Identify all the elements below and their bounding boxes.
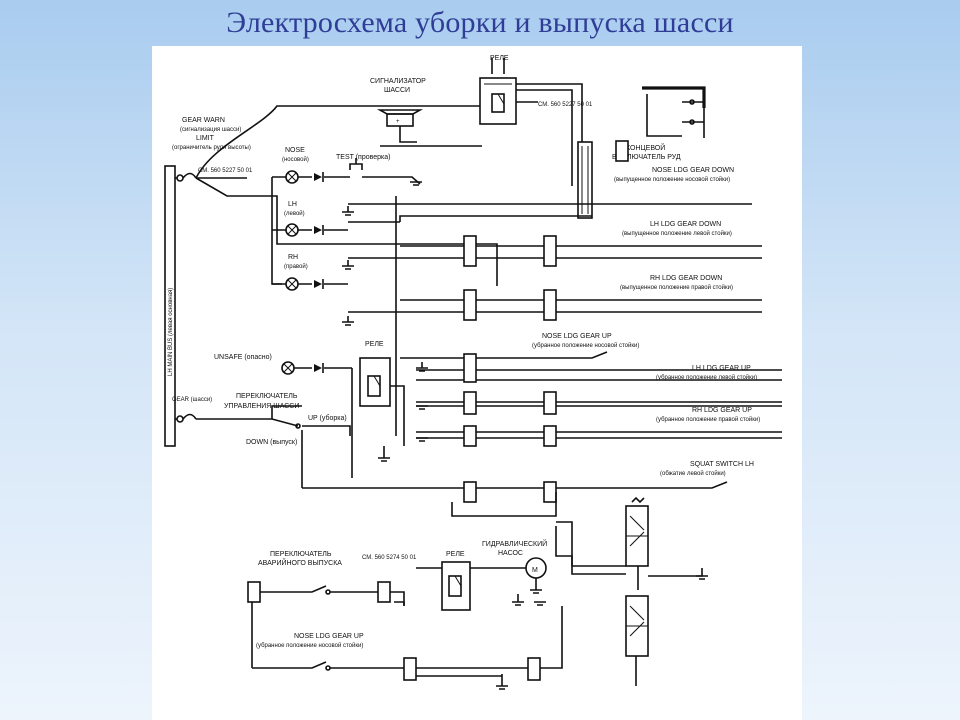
wiring-schematic: LH MAIN BUS (левая основная) GEAR WARN (…: [164, 55, 782, 690]
down-label: DOWN (выпуск): [246, 439, 297, 446]
svg-text:+: +: [396, 119, 400, 125]
nose-label: NOSE: [285, 147, 305, 154]
valve-lower: [625, 595, 649, 657]
limit-sw-label-2: ВЫКЛЮЧАТЕЛЬ РУД: [612, 154, 681, 161]
pump-label-2: НАСОС: [498, 550, 523, 557]
relay-top: [479, 58, 517, 125]
limit-sub: (ограничитель руля высоты): [172, 145, 251, 151]
lh-down-label: LH LDG GEAR DOWN: [650, 221, 721, 228]
connector-limit: [615, 140, 629, 162]
circuit-breaker-gear-warn: [175, 172, 197, 182]
switch-label-1: ПЕРЕКЛЮЧАТЕЛЬ: [236, 393, 298, 400]
limit-label: LIMIT: [196, 135, 215, 142]
nose-down-sub: (выпущенное положение носовой стойки): [614, 176, 730, 183]
lh-sub: (левой): [284, 210, 305, 217]
motor-icon: M: [525, 557, 547, 579]
test-label: TEST (проверка): [336, 154, 390, 161]
lamp-nose-icon: [285, 170, 299, 184]
lamp-unsafe-icon: [281, 361, 295, 375]
rh-down-label: RH LDG GEAR DOWN: [650, 275, 722, 282]
rh-up-sub: (убранное положение правой стойки): [656, 416, 760, 423]
schematic-sheet: LH MAIN BUS (левая основная) GEAR WARN (…: [152, 46, 802, 720]
lh-down-sub: (выпущенное положение левой стойки): [622, 230, 732, 237]
slide-title: Электросхема уборки и выпуска шасси: [226, 6, 734, 39]
lamp-rh-icon: [285, 277, 299, 291]
lh-up-label: LH LDG GEAR UP: [692, 365, 751, 372]
limit-sw-label-1: КОНЦЕВОЙ: [626, 143, 665, 152]
relay-bottom: [441, 561, 471, 611]
circuit-breaker-gear: [175, 413, 197, 423]
squat-label: SQUAT SWITCH LH: [690, 461, 754, 468]
pump-label-1: ГИДРАВЛИЧЕСКИЙ: [482, 539, 547, 548]
gear-warn-label: GEAR WARN: [182, 117, 225, 124]
gear-label: GEAR (шасси): [172, 397, 212, 403]
connector-bank: [577, 141, 593, 219]
signal-label-2: ШАССИ: [384, 87, 410, 94]
signal-label-1: СИГНАЛИЗАТОР: [370, 78, 426, 85]
relay-mid-label: РЕЛЕ: [365, 341, 384, 348]
emerg-label-2: АВАРИЙНОГО ВЫПУСКА: [258, 558, 342, 567]
nose-up-label: NOSE LDG GEAR UP: [542, 333, 612, 340]
cm-top-label: СМ. 560 5227 50 01: [538, 102, 593, 108]
relay-top-label: РЕЛЕ: [490, 55, 509, 62]
bus-label: LH MAIN BUS (левая основная): [168, 288, 174, 376]
diodes: [271, 172, 421, 373]
horn-icon: +: [376, 109, 424, 127]
rh-label: RH: [288, 254, 298, 261]
cm-left-label: СМ. 560 5227 50 01: [198, 168, 253, 174]
nose-sub: (носовой): [282, 156, 309, 163]
squat-sub: (обжатие левой стойки): [660, 470, 726, 477]
svg-text:M: M: [532, 567, 538, 574]
lamp-lh-icon: [285, 223, 299, 237]
rh-up-label: RH LDG GEAR UP: [692, 407, 752, 414]
lh-label: LH: [288, 201, 297, 208]
nose-up-b-label: NOSE LDG GEAR UP: [294, 633, 364, 640]
up-label: UP (уборка): [308, 414, 347, 422]
connectors: [247, 235, 557, 681]
nose-up-b-sub: (убранное положение носовой стойки): [256, 642, 363, 649]
nose-up-sub: (убранное положение носовой стойки): [532, 342, 639, 349]
lh-up-sub: (убранное положение левой стойки): [656, 374, 757, 381]
emerg-label-1: ПЕРЕКЛЮЧАТЕЛЬ: [270, 551, 332, 558]
valve-upper: [625, 496, 649, 567]
switch-label-2: УПРАВЛЕНИЯ ШАССИ: [224, 403, 299, 410]
nose-down-label: NOSE LDG GEAR DOWN: [652, 167, 734, 174]
unsafe-label: UNSAFE (опасно): [214, 354, 272, 361]
gear-warn-sub: (сигнализация шасси): [180, 127, 241, 133]
rh-sub: (правой): [284, 263, 308, 270]
relay-bottom-label: РЕЛЕ: [446, 551, 465, 558]
rh-down-sub: (выпущенное положение правой стойки): [620, 284, 733, 291]
relay-middle: [359, 357, 391, 407]
main-bus: LH MAIN BUS (левая основная): [164, 165, 176, 447]
cm-bottom-label: СМ. 560 5274 50 01: [362, 555, 417, 561]
